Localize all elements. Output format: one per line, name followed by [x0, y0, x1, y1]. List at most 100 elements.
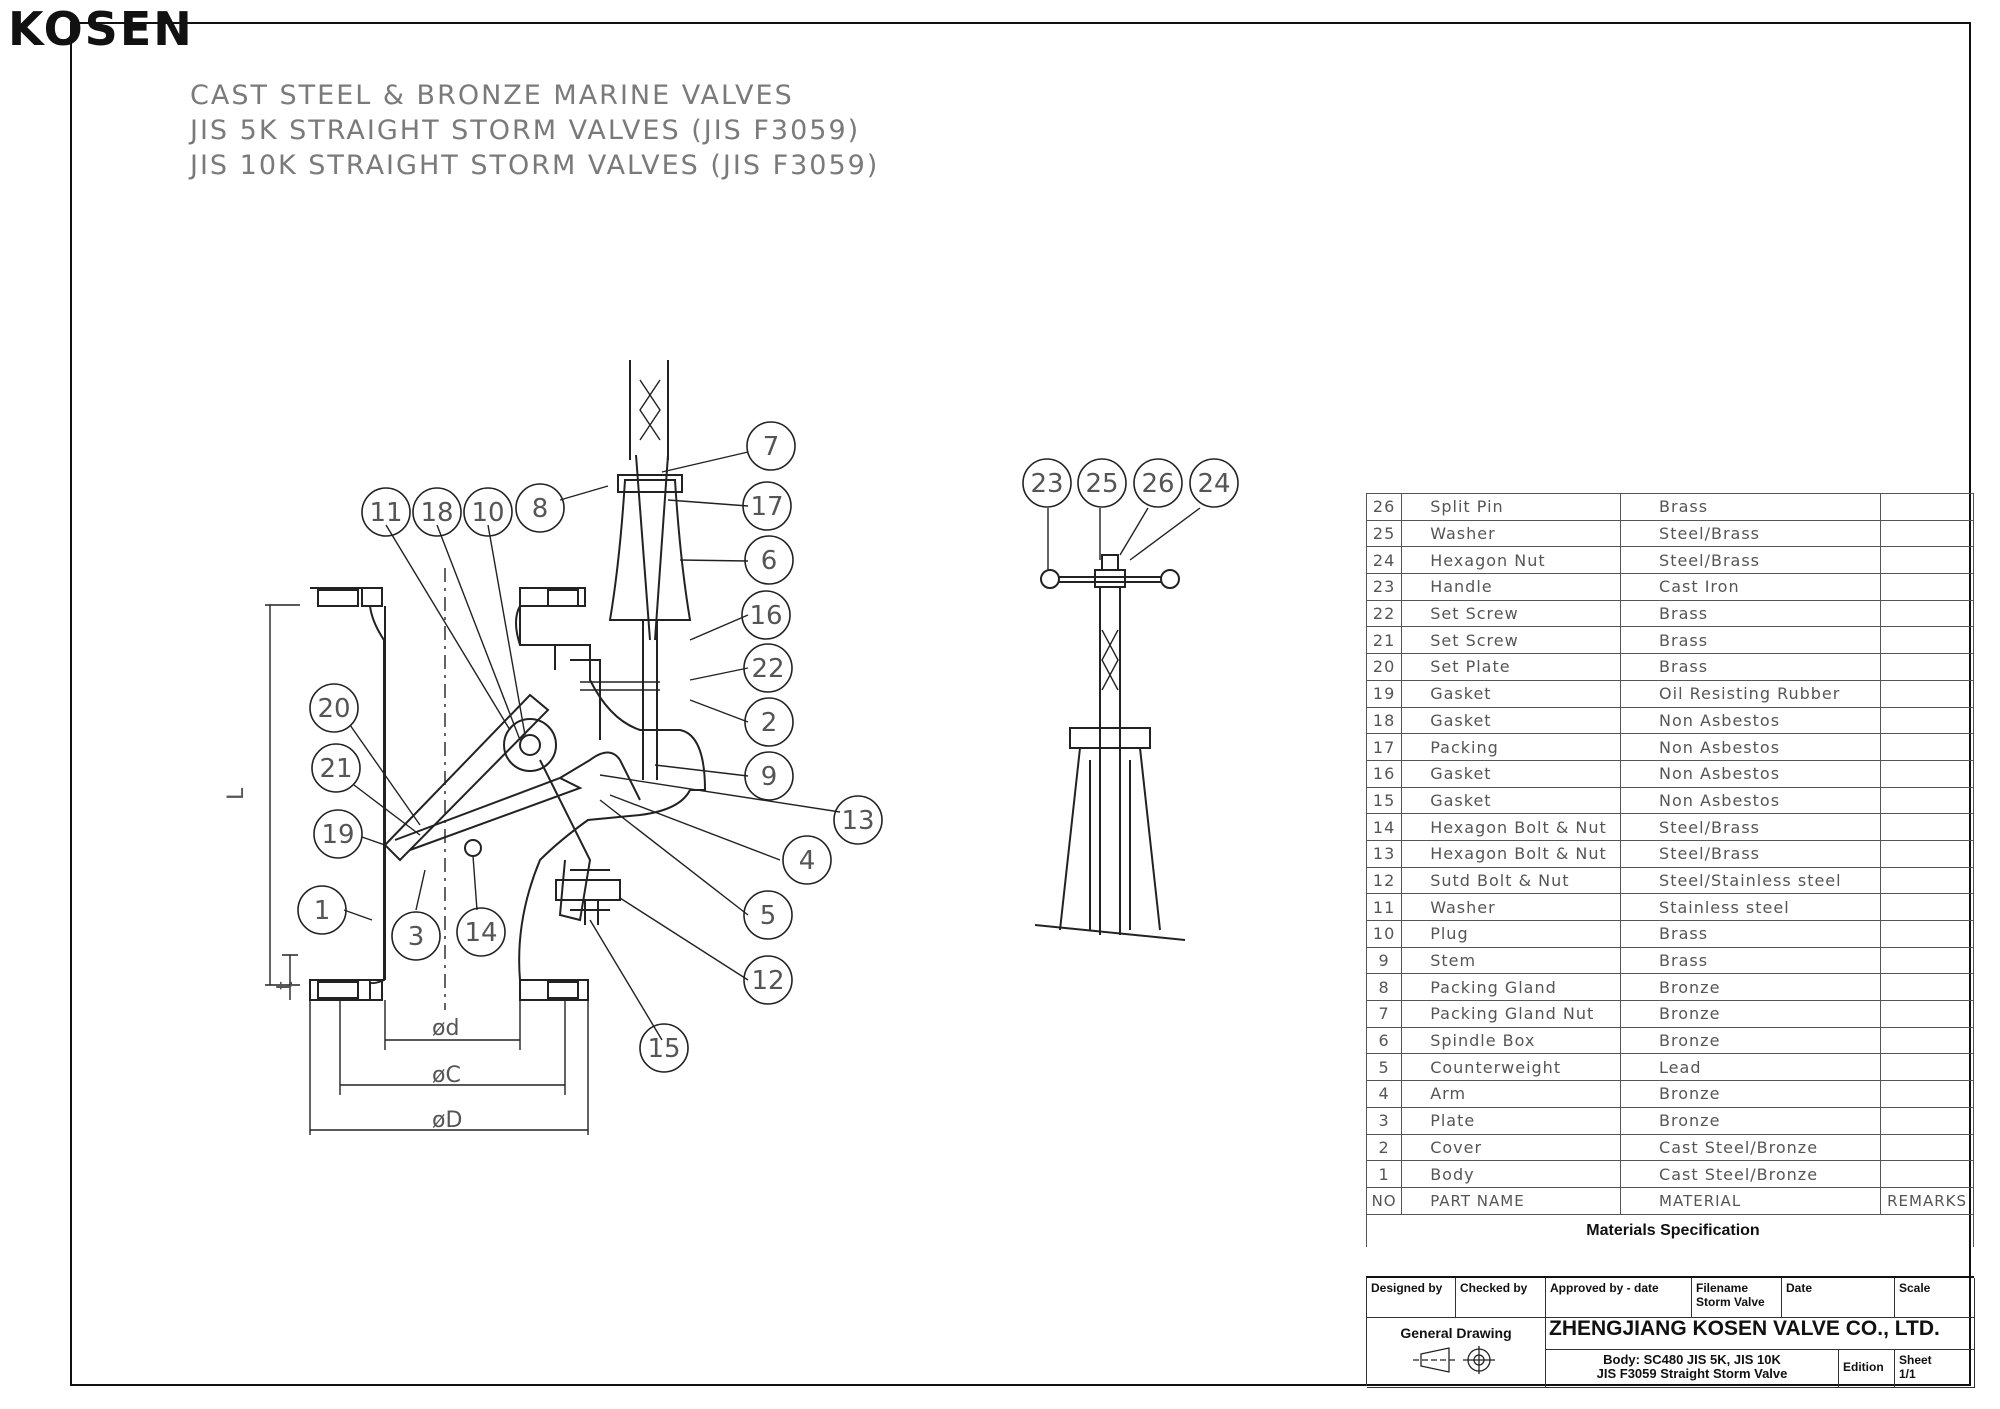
part-material: Non Asbestos: [1620, 786, 1882, 815]
header-no: NO: [1365, 1186, 1403, 1215]
kosen-logo: KOSEN: [8, 2, 194, 56]
part-name: Gasket: [1401, 679, 1622, 708]
header-part-name: PART NAME: [1401, 1186, 1622, 1215]
part-material: Non Asbestos: [1620, 706, 1882, 735]
callout-6: 6: [761, 546, 778, 576]
callout-5: 5: [760, 901, 777, 931]
part-remarks: [1880, 1080, 1974, 1108]
part-number: 17: [1365, 733, 1403, 761]
part-name: Washer: [1401, 893, 1622, 921]
callout-23: 23: [1030, 469, 1063, 499]
part-name: Plate: [1401, 1106, 1622, 1135]
part-material: Bronze: [1620, 1000, 1882, 1028]
part-number: 2: [1365, 1133, 1403, 1162]
checked-by-label: Checked by: [1456, 1278, 1546, 1318]
table-caption-row: Materials Specification: [1366, 1213, 1974, 1247]
part-material: Steel/Brass: [1620, 839, 1882, 868]
part-remarks: [1880, 866, 1974, 895]
part-material: Lead: [1620, 1053, 1882, 1082]
part-remarks: [1880, 546, 1974, 575]
title-line-1: CAST STEEL & BRONZE MARINE VALVES: [190, 80, 794, 111]
part-material: Steel/Brass: [1620, 813, 1882, 841]
part-name: Sutd Bolt & Nut: [1401, 866, 1622, 895]
sheet-label: Sheet: [1899, 1353, 1932, 1367]
callout-10: 10: [471, 498, 504, 528]
part-remarks: [1880, 920, 1974, 948]
part-remarks: [1880, 1160, 1974, 1188]
part-material: Brass: [1620, 946, 1882, 975]
callout-15: 15: [647, 1034, 680, 1064]
body-spec-cell: Body: SC480 JIS 5K, JIS 10K JIS F3059 St…: [1546, 1350, 1839, 1388]
part-remarks: [1880, 653, 1974, 681]
part-name: Split Pin: [1401, 493, 1622, 521]
callout-numbers: 7 11 18 10 8 17 6 16 22 20 2 21 9 13 19 …: [314, 432, 1231, 1064]
callout-22: 22: [751, 654, 784, 684]
part-remarks: [1880, 946, 1974, 975]
part-material: Cast Steel/Bronze: [1620, 1133, 1882, 1162]
part-name: Gasket: [1401, 759, 1622, 788]
part-remarks: [1880, 626, 1974, 655]
filename-label: Filename: [1696, 1281, 1749, 1295]
part-material: Brass: [1620, 920, 1882, 948]
part-number: 18: [1365, 706, 1403, 735]
edition-label: Edition: [1839, 1350, 1895, 1388]
part-material: Bronze: [1620, 1080, 1882, 1108]
part-material: Cast Steel/Bronze: [1620, 1160, 1882, 1188]
filename-cell: Filename Storm Valve: [1692, 1278, 1782, 1318]
sheet-value: 1/1: [1899, 1367, 1916, 1381]
part-name: Set Screw: [1401, 626, 1622, 655]
part-remarks: [1880, 759, 1974, 788]
part-name: Counterweight: [1401, 1053, 1622, 1082]
callout-17: 17: [750, 492, 783, 522]
part-name: Hexagon Nut: [1401, 546, 1622, 575]
part-remarks: [1880, 1133, 1974, 1162]
projection-symbol-icon: [1413, 1346, 1495, 1374]
part-number: 13: [1365, 839, 1403, 868]
part-material: Brass: [1620, 626, 1882, 655]
part-number: 12: [1365, 866, 1403, 895]
callout-14: 14: [464, 918, 497, 948]
part-name: Body: [1401, 1160, 1622, 1188]
callout-4: 4: [799, 846, 816, 876]
part-remarks: [1880, 573, 1974, 601]
part-number: 22: [1365, 599, 1403, 628]
part-material: Cast Iron: [1620, 573, 1882, 601]
part-remarks: [1880, 786, 1974, 815]
dimension-lines: [265, 604, 589, 1135]
title-block: Designed by Checked by Approved by - dat…: [1366, 1276, 1975, 1388]
callout-26: 26: [1141, 469, 1174, 499]
general-drawing-label: General Drawing: [1400, 1325, 1512, 1341]
part-material: Brass: [1620, 599, 1882, 628]
part-name: Gasket: [1401, 786, 1622, 815]
part-number: 20: [1365, 653, 1403, 681]
filename-value: Storm Valve: [1696, 1295, 1765, 1309]
part-material: Non Asbestos: [1620, 733, 1882, 761]
callout-25: 25: [1085, 469, 1118, 499]
part-remarks: [1880, 706, 1974, 735]
part-name: Packing Gland Nut: [1401, 1000, 1622, 1028]
callout-11: 11: [369, 498, 402, 528]
part-material: Stainless steel: [1620, 893, 1882, 921]
part-remarks: [1880, 599, 1974, 628]
part-remarks: [1880, 1026, 1974, 1055]
part-number: 5: [1365, 1053, 1403, 1082]
dim-t: t: [273, 981, 298, 990]
part-material: Steel/Brass: [1620, 519, 1882, 548]
part-number: 21: [1365, 626, 1403, 655]
part-name: Gasket: [1401, 706, 1622, 735]
callout-3: 3: [408, 922, 425, 952]
part-number: 6: [1365, 1026, 1403, 1055]
part-number: 24: [1365, 546, 1403, 575]
